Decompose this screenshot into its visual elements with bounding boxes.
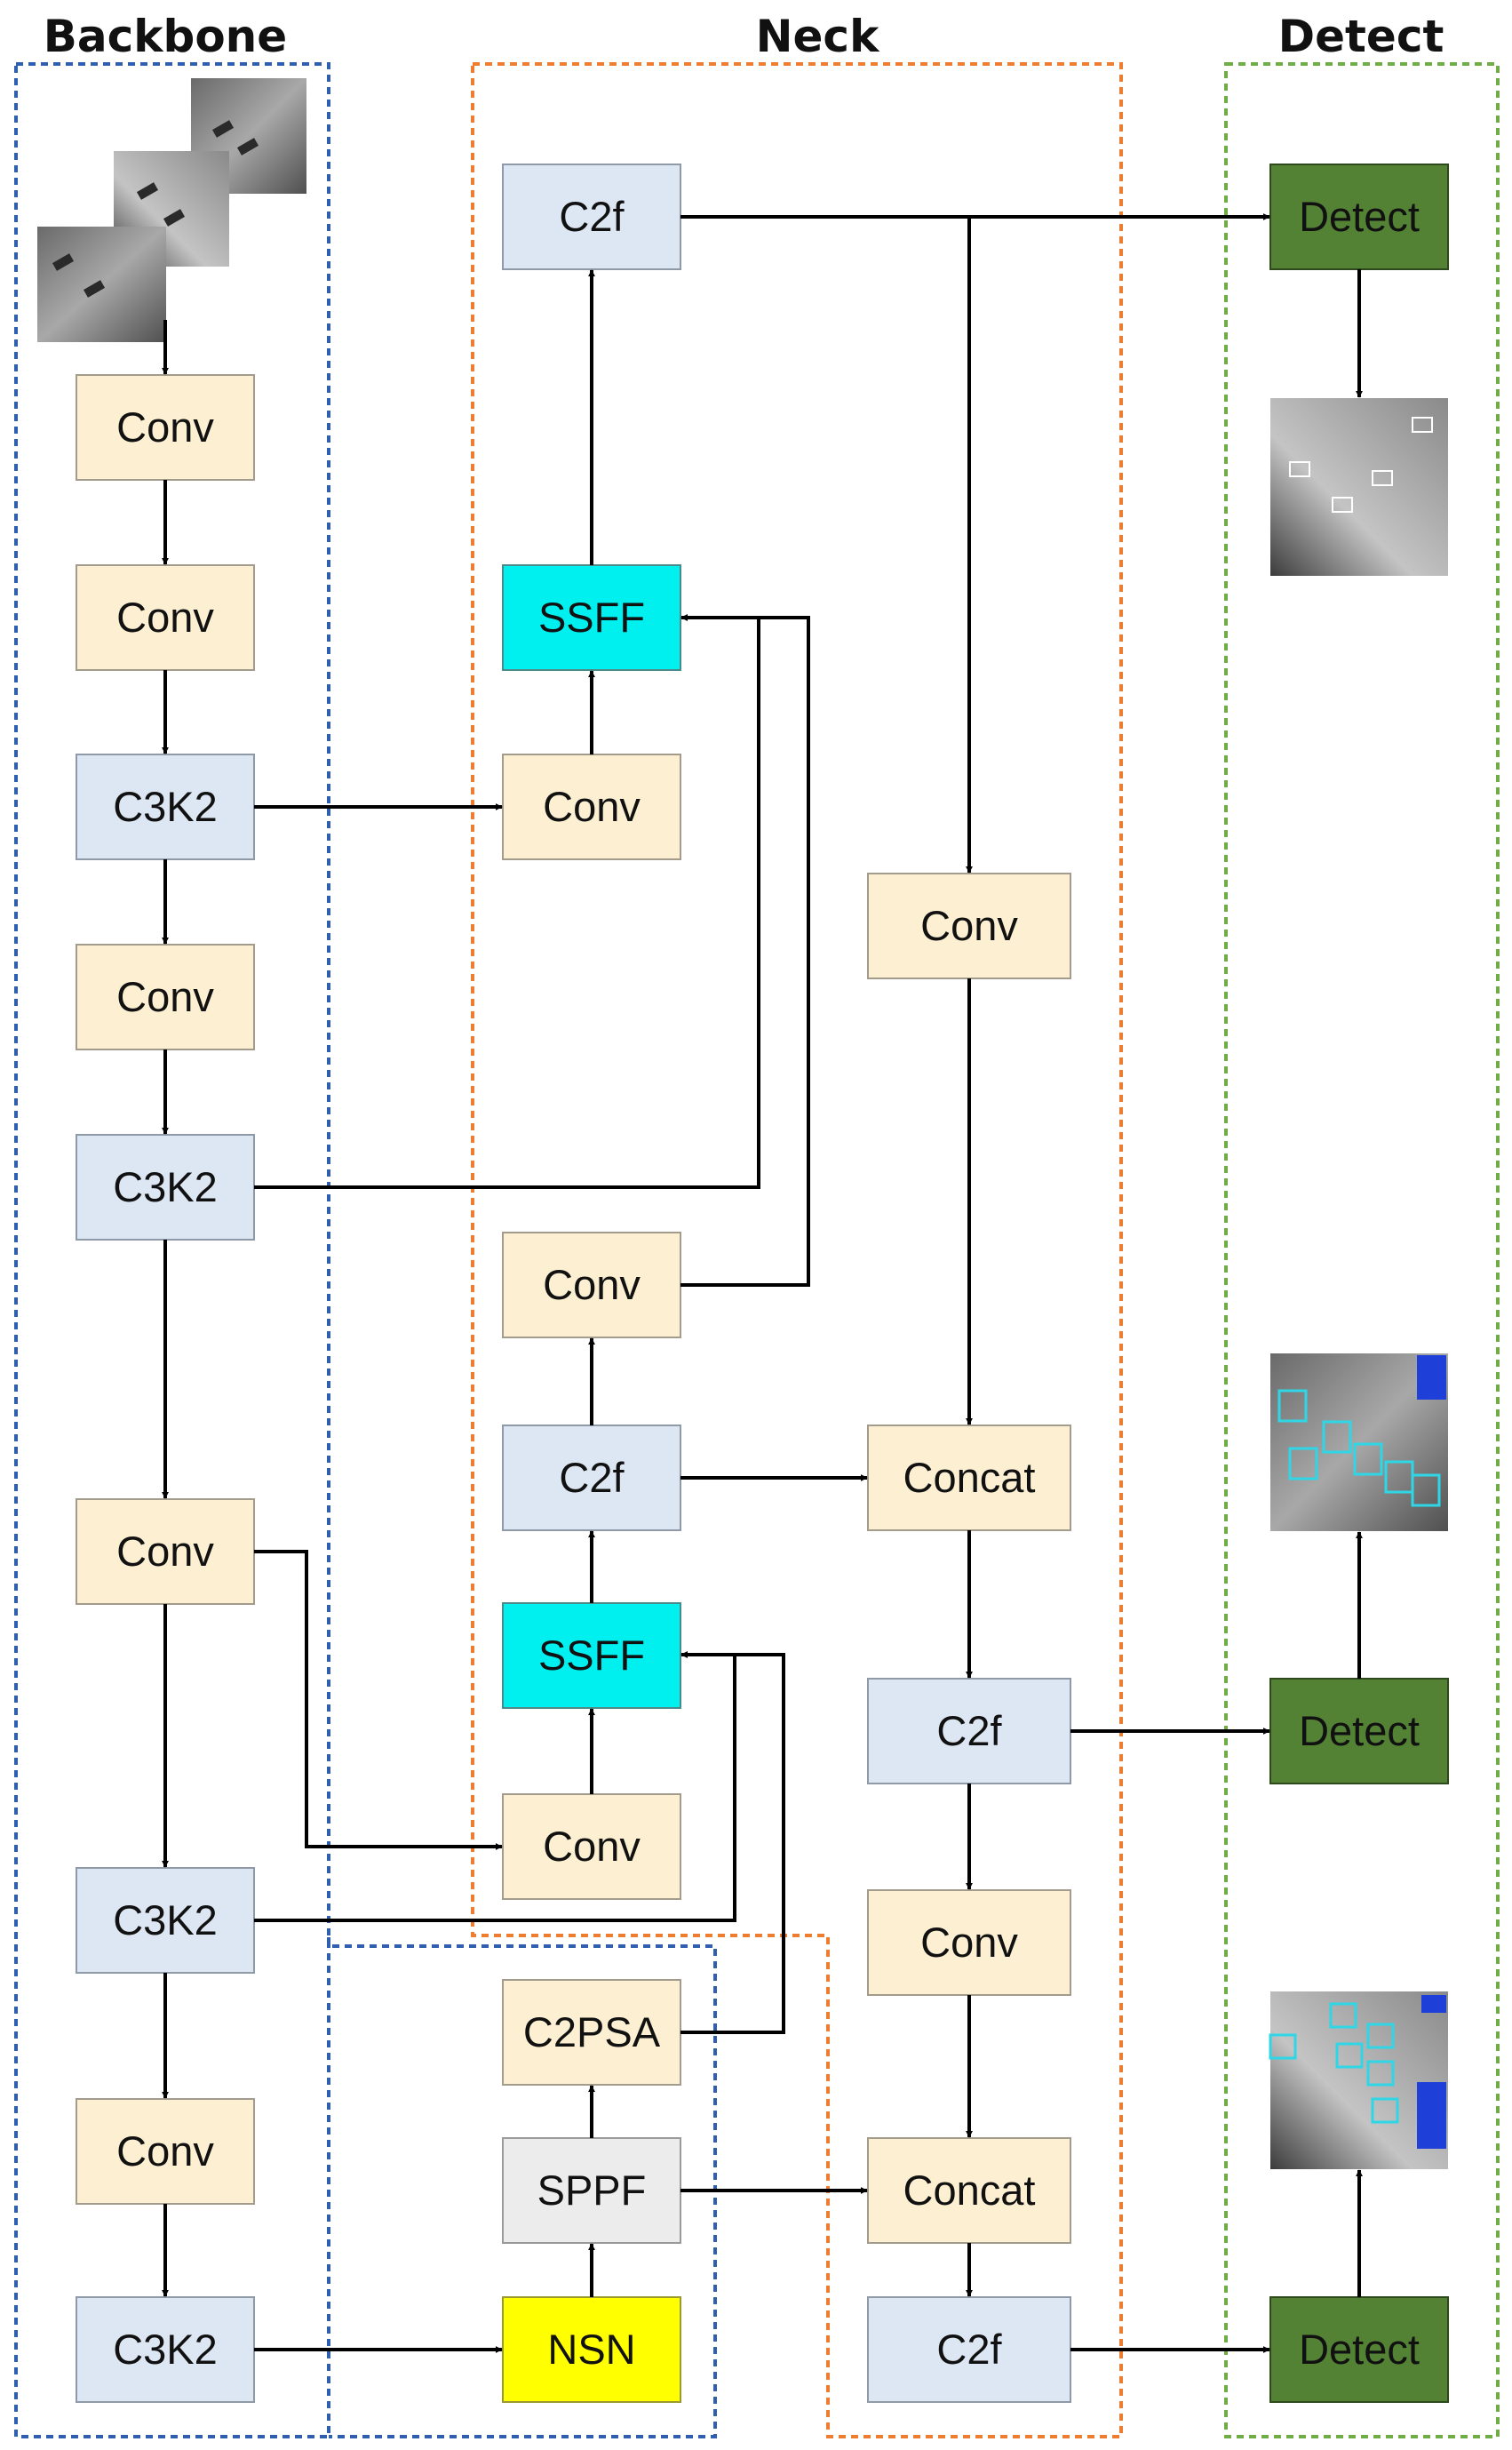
backbone-title: Backbone — [44, 11, 287, 62]
detect-head-2 — [1269, 1678, 1449, 1784]
arrow-c2psa-ssff-2 — [680, 1651, 785, 2034]
neck-c2psa-label: C2PSA — [523, 2008, 661, 2055]
backbone-conv-1-label: Conv — [116, 403, 214, 451]
detect-head-2-label: Detect — [1299, 1707, 1420, 1754]
neck-ssff-1 — [502, 564, 681, 671]
neck-conv-r2-label: Conv — [920, 1919, 1018, 1966]
neck-c2f-mid-label: C2f — [559, 1454, 625, 1501]
backbone-conv-4 — [76, 1498, 255, 1605]
backbone-c3k2-3-label: C3K2 — [113, 1896, 218, 1943]
neck-conv-a-label: Conv — [543, 783, 641, 830]
backbone-c3k2-3 — [76, 1867, 255, 1974]
detect-title: Detect — [1278, 11, 1444, 62]
neck-nsn — [502, 2296, 681, 2403]
backbone-conv-3 — [76, 944, 255, 1050]
detect-head-3 — [1269, 2296, 1449, 2403]
neck-ssff-2-label: SSFF — [538, 1632, 645, 1679]
detect-region — [1224, 62, 1500, 2438]
detect-head-3-label: Detect — [1299, 2326, 1420, 2373]
detect-head-1 — [1269, 164, 1449, 270]
backbone-region — [14, 62, 330, 2438]
neck-concat-1-label: Concat — [903, 1454, 1036, 1501]
input-images — [37, 78, 306, 342]
neck-c2f-mid — [502, 1425, 681, 1531]
neck-title: Neck — [756, 11, 880, 62]
neck-conv-r2 — [867, 1889, 1071, 1996]
neck-conv-c-label: Conv — [543, 1823, 641, 1870]
neck-c2f-r1 — [867, 1678, 1071, 1784]
neck-c2f-r1-label: C2f — [936, 1707, 1002, 1754]
neck-c2f-top-label: C2f — [559, 193, 625, 240]
backbone-c3k2-4 — [76, 2296, 255, 2403]
detection-output-image-2 — [1270, 1353, 1448, 1531]
neck-nsn-label: NSN — [547, 2326, 635, 2373]
neck-concat-2-label: Concat — [903, 2167, 1036, 2214]
backbone-c3k2-2 — [76, 1134, 255, 1241]
backbone-conv-3-label: Conv — [116, 973, 214, 1020]
arrow-conv-b-ssff-1 — [680, 614, 810, 1287]
neck-conv-r1 — [867, 873, 1071, 979]
neck-ssff-2 — [502, 1602, 681, 1709]
detection-output-image-3 — [1269, 1991, 1448, 2169]
neck-c2f-top — [502, 164, 681, 270]
connectors — [162, 213, 1363, 2353]
arrow-conv4-neck-conv-c — [254, 1550, 503, 1850]
backbone-c3k2-2-label: C3K2 — [113, 1163, 218, 1210]
backbone-c3k2-1 — [76, 754, 255, 860]
backbone-conv-2-label: Conv — [116, 594, 214, 641]
detection-output-image-1 — [1270, 398, 1448, 576]
detect-head-1-label: Detect — [1299, 193, 1420, 240]
neck-c2psa — [502, 1979, 681, 2086]
neck-ssff-1-label: SSFF — [538, 594, 645, 641]
neck-sppf — [502, 2137, 681, 2244]
backbone-region-extension — [327, 1937, 717, 2438]
backbone-conv-5-label: Conv — [116, 2127, 214, 2175]
neck-region — [471, 62, 1123, 2438]
backbone-conv-4-label: Conv — [116, 1528, 214, 1575]
neck-conv-b — [502, 1232, 681, 1338]
neck-c2f-r2-label: C2f — [936, 2326, 1002, 2373]
neck-conv-r1-label: Conv — [920, 902, 1018, 949]
neck-c2f-r2 — [867, 2296, 1071, 2403]
neck-conv-b-label: Conv — [543, 1261, 641, 1308]
backbone-conv-2 — [76, 564, 255, 671]
backbone-c3k2-4-label: C3K2 — [113, 2326, 218, 2373]
backbone-conv-5 — [76, 2098, 255, 2205]
backbone-c3k2-1-label: C3K2 — [113, 783, 218, 830]
neck-sppf-label: SPPF — [537, 2167, 647, 2214]
